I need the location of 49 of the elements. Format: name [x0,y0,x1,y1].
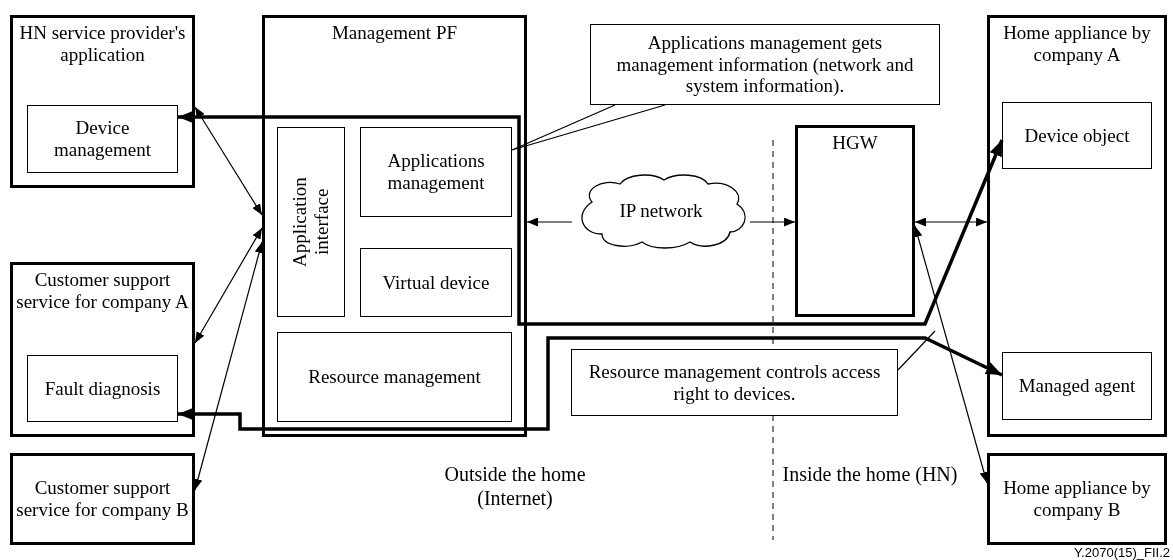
arrow [526,217,573,227]
node-label: Resource management controls access right to devices. [587,360,882,405]
node-label: HN service provider's application [18,22,187,66]
process-box [1002,352,1152,420]
node-label: Application interface [289,176,333,269]
arrow [914,217,988,227]
node-label: Resource management [308,366,481,388]
process-box [987,453,1167,545]
process-box [360,248,512,317]
process-box [27,355,178,422]
node-label: Virtual device [382,271,490,294]
region-label: Inside the home (HN) [781,462,959,486]
arrow [194,106,263,216]
figure-id: Y.2070(15)_FII.2 [1073,545,1170,560]
node-label: Device object [1024,124,1130,147]
group-box [987,15,1167,437]
leader-line [897,330,936,371]
arrow [178,110,1004,326]
arrow [913,225,989,484]
node-label: Managed agent [1018,375,1136,397]
group-box [262,15,527,437]
process-box [277,332,512,422]
process-box [277,127,345,317]
leader-line [511,104,666,151]
node-label: Applications management gets management information (network and system information). [615,31,915,98]
node-label: Home appliance by company A [1002,22,1152,66]
process-box [1002,102,1152,169]
node-label: Customer support service for company A [15,269,190,313]
callout-box [571,349,898,416]
arrow [178,336,1003,431]
arrow [193,241,264,491]
group-box [795,125,915,317]
node-label: Customer support service for company B [15,477,190,521]
callout-box [590,24,940,105]
node-label: Management PF [331,22,458,44]
group-box [10,15,195,188]
process-box [360,127,512,217]
process-box [10,453,195,545]
arrow [749,217,796,227]
region-label: Outside the home (Internet) [443,462,587,510]
node-label: Home appliance by company B [1002,477,1152,521]
group-box [10,262,195,437]
process-box [27,105,178,173]
node-label: IP network [619,200,703,222]
node-label: Fault diagnosis [44,377,161,400]
node-label: Device management [52,117,153,161]
arrow [194,227,263,344]
node-label: Applications management [386,150,486,194]
node-label: HGW [832,132,878,154]
